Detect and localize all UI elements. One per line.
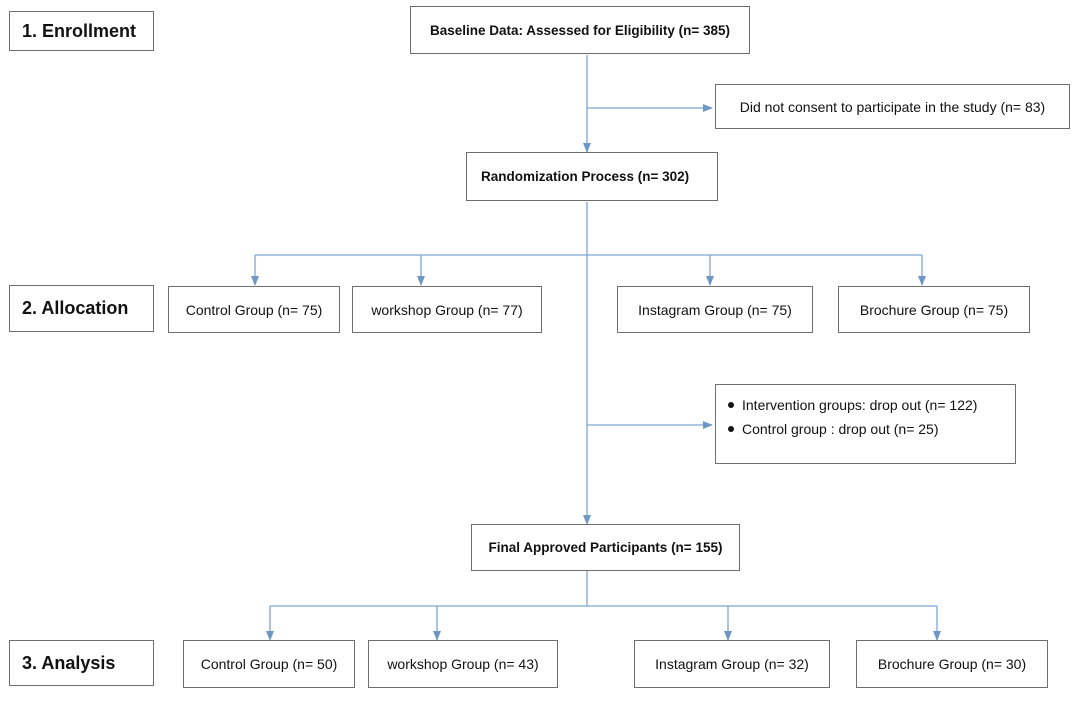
bullet-icon [728, 426, 734, 432]
final-box: Final Approved Participants (n= 155) [471, 524, 740, 571]
bullet-icon [728, 402, 734, 408]
dropout-intervention-text: Intervention groups: drop out (n= 122) [742, 397, 978, 413]
randomization-box: Randomization Process (n= 302) [466, 152, 718, 201]
dropout-control-text: Control group : drop out (n= 25) [742, 421, 939, 437]
dropout-box: Intervention groups: drop out (n= 122) C… [715, 384, 1016, 464]
excluded-box: Did not consent to participate in the st… [715, 84, 1070, 129]
dropout-item: Control group : drop out (n= 25) [728, 421, 939, 437]
allocation-workshop-box: workshop Group (n= 77) [352, 286, 542, 333]
allocation-instagram-box: Instagram Group (n= 75) [617, 286, 813, 333]
stage-analysis: 3. Analysis [9, 640, 154, 686]
allocation-brochure-box: Brochure Group (n= 75) [838, 286, 1030, 333]
analysis-workshop-box: workshop Group (n= 43) [368, 640, 558, 688]
baseline-box: Baseline Data: Assessed for Eligibility … [410, 6, 750, 54]
stage-allocation: 2. Allocation [9, 285, 154, 332]
analysis-instagram-box: Instagram Group (n= 32) [634, 640, 830, 688]
allocation-control-box: Control Group (n= 75) [168, 286, 340, 333]
analysis-brochure-box: Brochure Group (n= 30) [856, 640, 1048, 688]
stage-enrollment: 1. Enrollment [9, 11, 154, 51]
dropout-item: Intervention groups: drop out (n= 122) [728, 397, 977, 413]
analysis-control-box: Control Group (n= 50) [183, 640, 355, 688]
